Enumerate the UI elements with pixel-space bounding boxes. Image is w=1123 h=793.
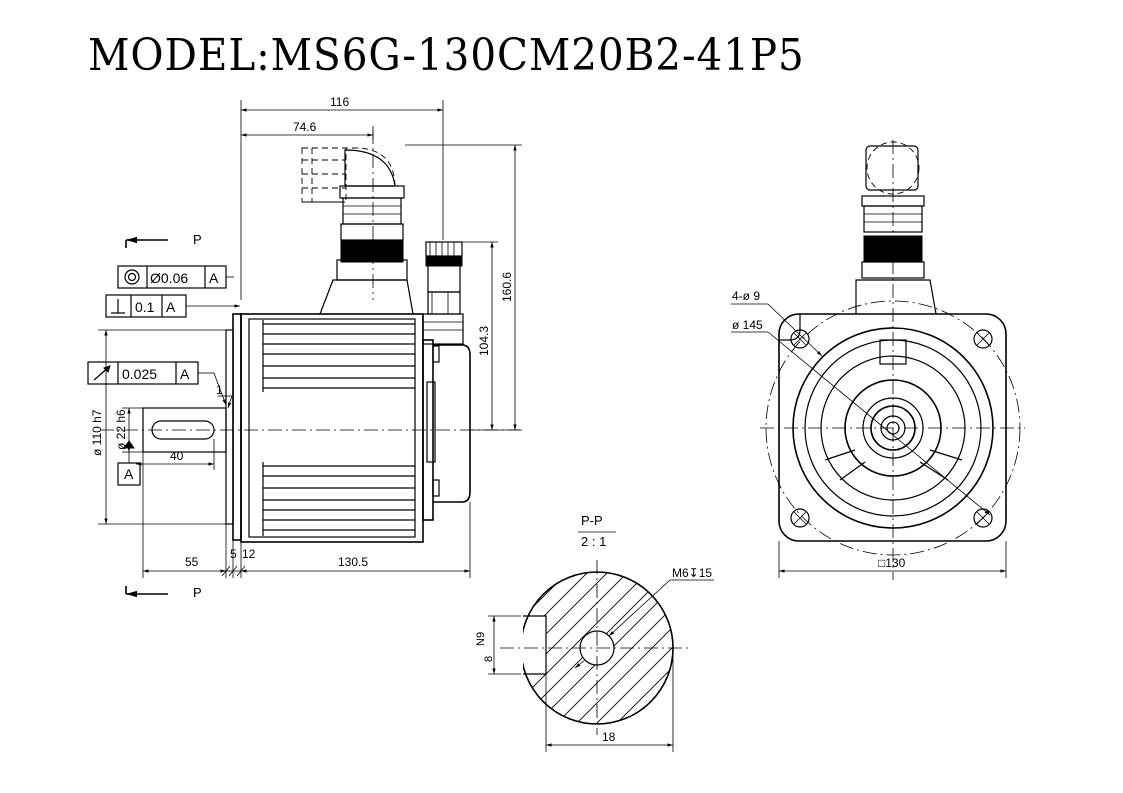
- front-holes-label: 4-ø 9: [732, 289, 760, 303]
- power-connector: [301, 130, 414, 315]
- section-depth: 18: [602, 730, 616, 744]
- dim-overall-length: 116: [330, 95, 349, 109]
- section-view: P-P 2 : 1: [475, 513, 714, 752]
- dimension-lines: 116 74.6 160.6 104.3 ø 110 h7 ø 22 h6: [90, 95, 522, 578]
- perpendicularity-ref: A: [166, 299, 176, 315]
- dim-height-connector: 104.3: [477, 326, 491, 356]
- dim-chamfer: 1: [216, 383, 223, 397]
- thread-size: M6↧15: [672, 566, 712, 580]
- section-arrow-bottom: P: [125, 585, 202, 600]
- dim-body-length: 130.5: [338, 555, 368, 569]
- concentricity-ref: A: [209, 270, 219, 286]
- runout-ref: A: [180, 366, 190, 382]
- dim-connector-offset: 74.6: [293, 120, 317, 134]
- encoder-connector: [422, 241, 464, 345]
- datum-label: A: [124, 466, 134, 482]
- concentricity-icon: [124, 269, 140, 285]
- front-slot-top: [879, 339, 907, 365]
- runout-frame: 0.025 A: [87, 361, 227, 406]
- front-pcd-label: ø 145: [732, 318, 763, 332]
- dim-height-total: 160.6: [500, 272, 514, 302]
- section-arrow-top: P: [125, 232, 202, 248]
- section-mark-top: P: [193, 232, 202, 247]
- runout-value: 0.025: [122, 366, 157, 382]
- flange-plate: [232, 313, 242, 541]
- body-fins: [262, 320, 415, 536]
- key-width: 8: [483, 656, 495, 662]
- section-hatch: [521, 572, 673, 724]
- concentricity-frame: Ø0.06 A: [117, 265, 234, 289]
- keyway-tol: N9: [475, 632, 487, 646]
- perpendicularity-value: 0.1: [135, 299, 155, 315]
- section-title: P-P: [581, 513, 603, 528]
- dim-key-length: 40: [170, 449, 184, 463]
- front-square-label: □130: [878, 556, 906, 570]
- perpendicularity-frame: 0.1 A: [105, 294, 240, 318]
- dim-shaft-length: 55: [185, 555, 199, 569]
- concentricity-value: Ø0.06: [150, 270, 188, 286]
- model-title: MODEL:MS6G-130CM20B2-41P5: [88, 30, 805, 81]
- front-flange: [778, 313, 1007, 542]
- dim-flange-thk: 5: [230, 547, 237, 561]
- section-mark-bottom: P: [193, 585, 202, 600]
- motor-body: [240, 313, 424, 543]
- front-connector: [855, 140, 937, 580]
- front-view: 4-ø 9 ø 145 □130: [731, 140, 1025, 580]
- side-view: P P Ø0.06 A 0.1 A: [87, 95, 522, 600]
- section-scale: 2 : 1: [581, 534, 606, 549]
- dim-flange-depth: 12: [242, 547, 256, 561]
- dim-pilot-dia: ø 110 h7: [90, 409, 104, 456]
- pilot: [225, 329, 234, 525]
- dim-shaft-dia: ø 22 h6: [114, 409, 128, 450]
